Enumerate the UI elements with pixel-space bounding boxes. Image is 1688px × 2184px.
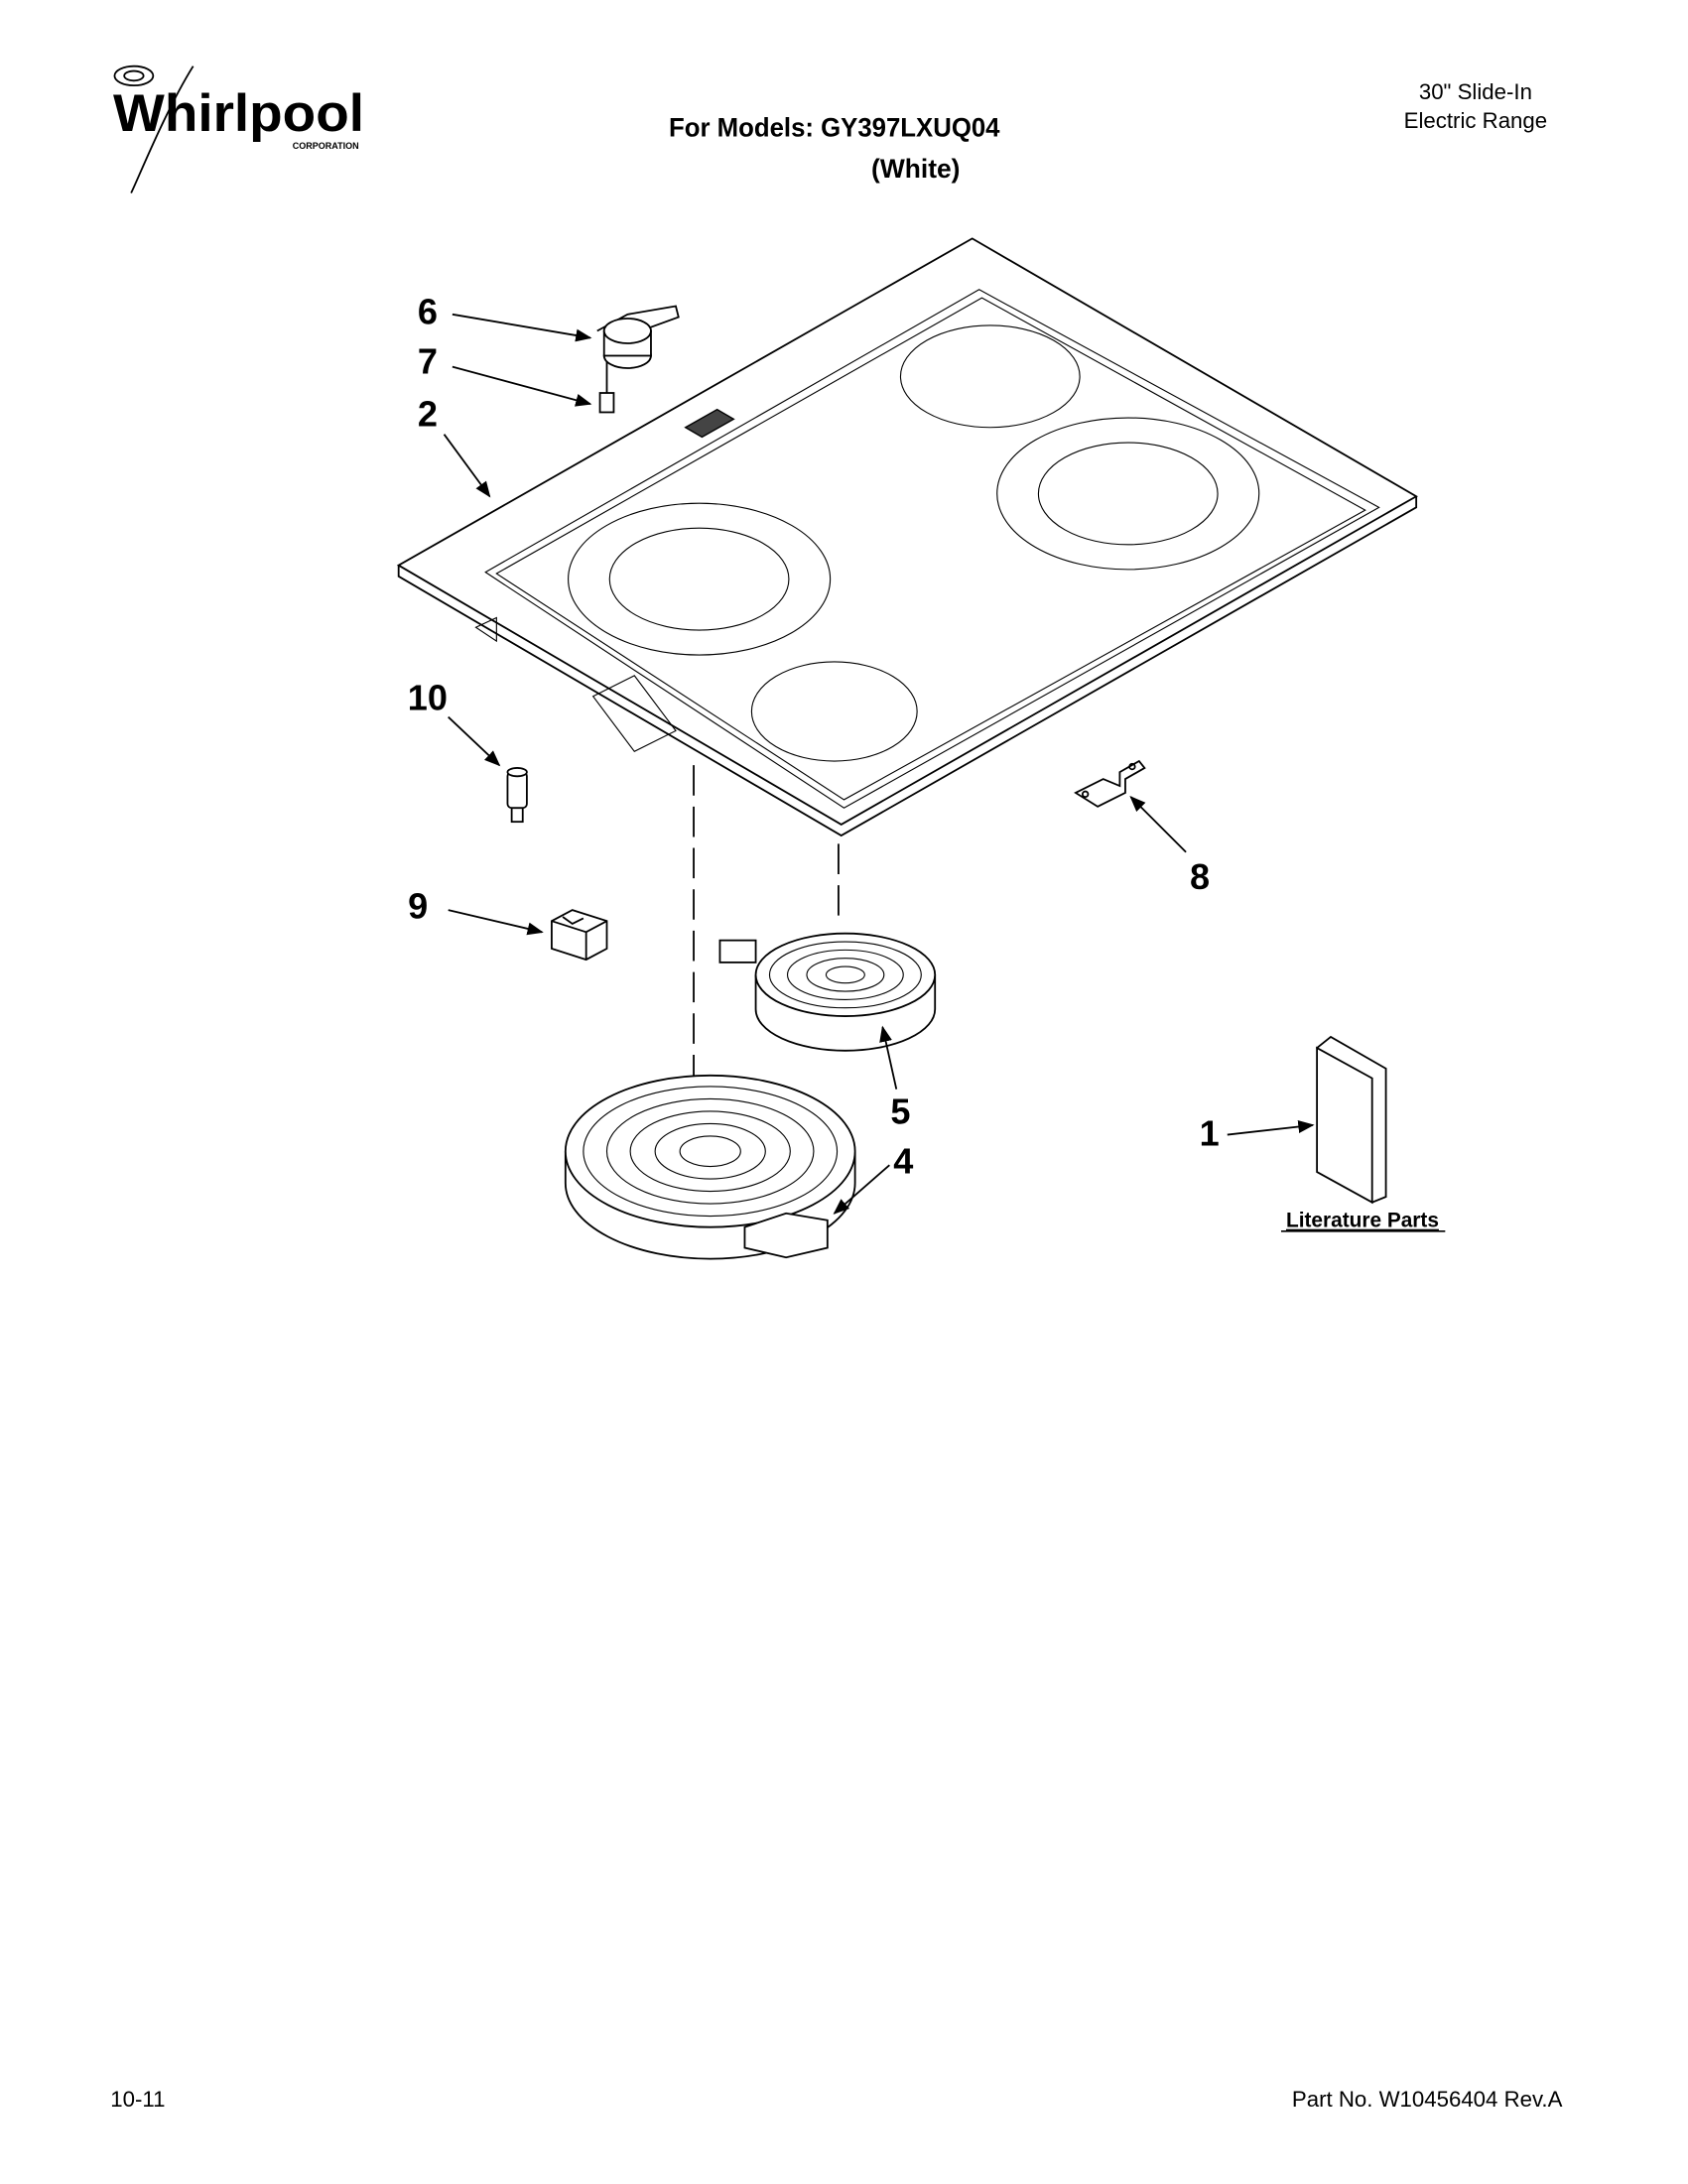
whirlpool-logo: Whirlpool CORPORATION — [113, 64, 364, 193]
literature-parts-label: Literature Parts — [1286, 1210, 1439, 1232]
part-5-element-small — [718, 932, 937, 1052]
product-type-line2: Electric Range — [1404, 108, 1548, 133]
part-9-lamp — [506, 767, 528, 824]
callout-2: 2 — [418, 393, 438, 434]
part-10-block — [551, 909, 608, 962]
callout-6: 6 — [418, 292, 438, 332]
callout-9: 10 — [408, 678, 448, 718]
callout-4: 4 — [893, 1140, 913, 1181]
footer-part-number: Part No. W10456404 Rev.A — [1292, 2087, 1563, 2112]
brand-sub: CORPORATION — [293, 141, 359, 151]
callout-10: 9 — [408, 885, 428, 926]
part-4-element-large — [564, 1074, 856, 1260]
footer-date: 10-11 — [110, 2087, 165, 2112]
part-7-screw — [598, 361, 615, 414]
callout-5: 5 — [890, 1091, 910, 1131]
product-type-line1: 30" Slide-In — [1419, 79, 1532, 104]
brand-wordmark: Whirlpool — [113, 84, 364, 143]
part-6-thermostat — [596, 305, 680, 369]
part-8-bracket — [1074, 759, 1146, 808]
cooktop-glass — [396, 237, 1418, 837]
callout-arrows — [443, 313, 1315, 1215]
part-1-literature — [1316, 1035, 1387, 1205]
callout-1: 1 — [1200, 1113, 1220, 1154]
models-title: For Models: GY397LXUQ04 — [669, 113, 1000, 143]
callout-8: 8 — [1190, 856, 1210, 897]
color-title: (White) — [871, 154, 960, 184]
callout-7: 7 — [418, 341, 438, 382]
